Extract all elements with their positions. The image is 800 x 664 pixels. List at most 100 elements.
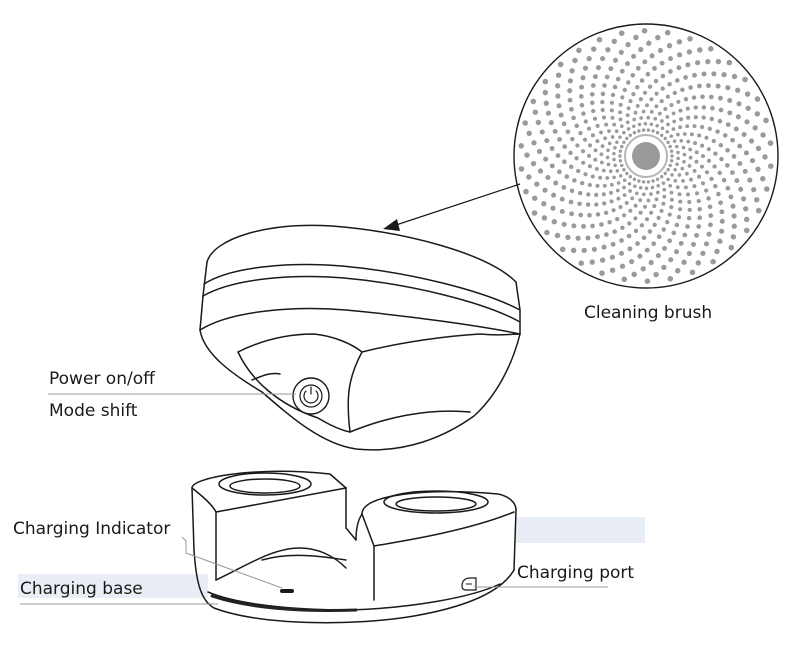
brush-dot	[537, 168, 544, 174]
brush-dot	[619, 263, 626, 269]
brush-dot	[728, 194, 734, 200]
brush-dot	[691, 95, 697, 100]
brush-dot	[736, 101, 742, 107]
brush-dot	[585, 235, 591, 241]
brush-dot	[760, 132, 766, 138]
brush-dot	[545, 110, 551, 116]
brush-dot	[741, 196, 747, 202]
brush-dot	[731, 154, 737, 159]
brush-dot	[679, 138, 684, 143]
brush-dot	[673, 178, 678, 183]
brush-dot	[734, 178, 740, 184]
power-button-inner	[299, 384, 323, 408]
brush-dot	[575, 235, 581, 241]
brush-dot	[659, 99, 664, 104]
brush-dot	[699, 164, 705, 169]
brush-dot	[656, 215, 661, 220]
brush-dot	[622, 87, 627, 93]
brush-dot	[659, 60, 665, 66]
brush-dot	[718, 200, 723, 206]
brush-dot	[735, 114, 741, 120]
power-button	[292, 377, 330, 415]
brush-dot	[709, 116, 715, 122]
brush-dot	[586, 192, 591, 197]
brush-dot	[727, 110, 733, 116]
brush-dot	[587, 212, 592, 218]
brush-dot	[700, 154, 706, 159]
brush-dot	[568, 199, 574, 205]
brush-dot	[663, 107, 668, 111]
brush-dot	[555, 93, 561, 99]
brush-dot	[645, 103, 649, 108]
charging-base-label: Charging base	[20, 579, 143, 599]
brush-dot	[609, 100, 615, 105]
brush-dot	[733, 126, 739, 132]
brush-dot	[526, 130, 532, 137]
brush-dot	[708, 46, 714, 52]
brush-dot	[554, 232, 561, 239]
brush-dot	[598, 175, 603, 180]
brush-dot	[618, 149, 623, 153]
brush-dot	[612, 229, 618, 234]
brush-dot	[686, 115, 691, 120]
brush-dot	[696, 224, 702, 229]
brush-dot	[755, 166, 761, 172]
brush-dot	[669, 134, 674, 138]
brush-dot	[518, 166, 525, 172]
brush-dot	[545, 174, 551, 181]
brush-dot	[669, 197, 674, 202]
brush-dot	[706, 196, 711, 201]
brush-dot	[590, 223, 595, 229]
brush-dot	[655, 253, 661, 259]
brush-dot	[625, 171, 629, 176]
charging-base-band	[18, 574, 208, 598]
brush-dot	[622, 140, 626, 144]
brush-dot	[589, 259, 595, 265]
brush-dot	[614, 129, 619, 134]
brush-dot	[641, 28, 648, 34]
cleaning-brush-view	[513, 23, 779, 289]
brush-dot	[676, 156, 680, 161]
brush-dot	[753, 197, 760, 203]
brush-dot	[726, 59, 733, 66]
brush-dot	[652, 222, 657, 227]
brush-dot	[571, 223, 577, 229]
brush-dot	[653, 116, 658, 121]
brush-dot	[572, 178, 577, 183]
brush-dot	[595, 212, 601, 217]
brush-dot	[561, 185, 567, 190]
brush-dot	[685, 224, 690, 229]
brush-dot	[638, 46, 644, 53]
brush-dot	[649, 210, 654, 215]
brush-dot	[539, 129, 545, 135]
brush-dot	[652, 204, 657, 209]
brush-dot	[613, 163, 617, 168]
brush-dot	[590, 46, 597, 52]
brush-dot	[577, 201, 582, 207]
brush-dot	[730, 203, 736, 209]
brush-dot	[612, 151, 616, 156]
brush-dot	[645, 71, 651, 77]
brush-dot	[707, 222, 713, 228]
brush-dot	[531, 210, 538, 216]
brush-dot	[678, 207, 683, 212]
brush-dot	[715, 129, 720, 134]
brush-dot	[693, 141, 698, 146]
brush-dot	[592, 116, 598, 121]
brush-dot	[611, 208, 616, 213]
brush-dot	[609, 199, 614, 204]
brush-dot	[599, 222, 604, 227]
brush-dot	[694, 159, 699, 164]
brush-dot	[673, 249, 680, 255]
brush-dot	[764, 186, 770, 192]
brush-dot	[689, 132, 694, 137]
brush-dot	[602, 83, 607, 88]
brush-dot	[624, 201, 629, 205]
brush-dot	[688, 147, 692, 152]
brush-dot	[747, 177, 753, 183]
brush-dot	[626, 233, 632, 239]
brush-dot	[544, 229, 550, 236]
brush-dot	[687, 164, 692, 168]
brush-dot	[559, 208, 565, 215]
brush-dot	[633, 110, 638, 115]
